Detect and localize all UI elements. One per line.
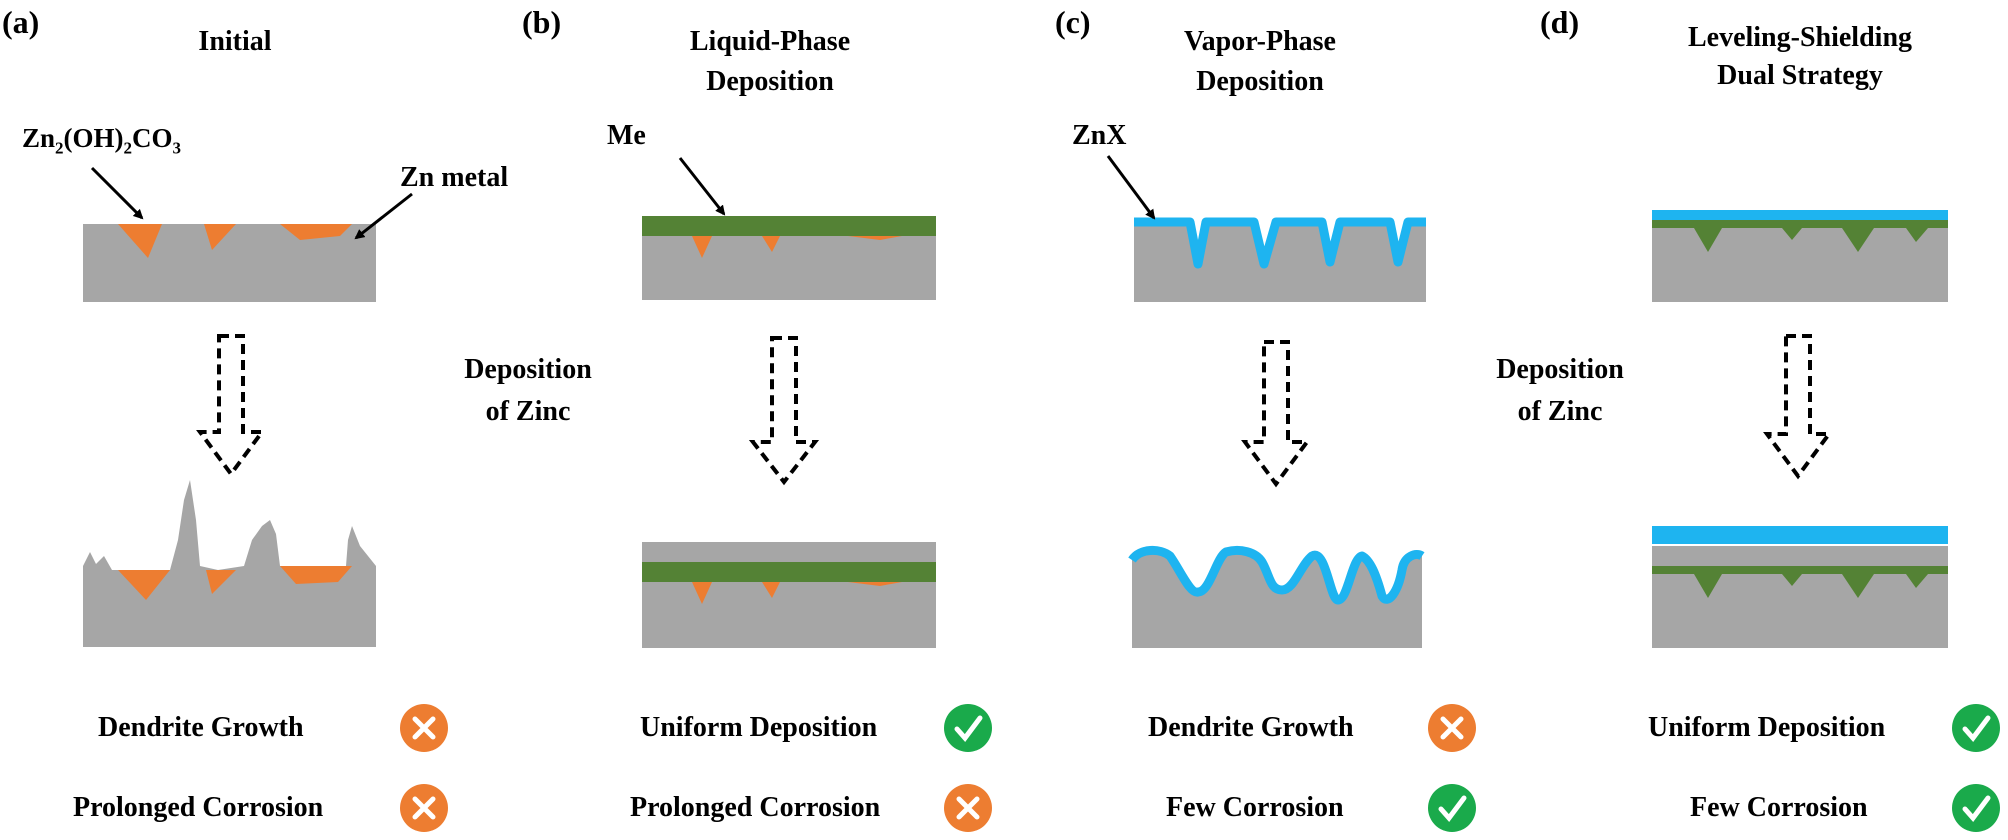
panel-d-deposited-substrate xyxy=(1652,526,1948,648)
dashed-arrow-d xyxy=(1763,334,1833,480)
process-label-line2-right: of Zinc xyxy=(1517,396,1603,427)
panel-c-dendrite-substrate xyxy=(1128,545,1425,648)
me-annotation: Me xyxy=(607,120,646,151)
dashed-arrow-b xyxy=(748,336,820,486)
panel-b-label: (b) xyxy=(522,4,562,40)
result-a-1: Dendrite Growth xyxy=(98,712,304,743)
process-label-line2-left: of Zinc xyxy=(485,396,571,427)
panel-c-title-line1: Vapor-Phase xyxy=(1184,26,1336,57)
panel-a-initial-substrate xyxy=(83,224,376,302)
znx-annotation: ZnX xyxy=(1072,120,1127,151)
carbonate-pointer-arrow xyxy=(90,166,144,220)
cross-icon-b-2 xyxy=(944,784,992,832)
panel-d-initial-substrate xyxy=(1652,210,1948,302)
result-a-2: Prolonged Corrosion xyxy=(73,792,324,823)
result-b-2: Prolonged Corrosion xyxy=(630,792,881,823)
panel-b-title-line1: Liquid-Phase xyxy=(689,26,851,57)
znx-pointer-arrow xyxy=(1106,155,1156,220)
check-icon-d-2 xyxy=(1952,784,2000,832)
result-d-2: Few Corrosion xyxy=(1690,792,1868,823)
process-label-line1-left: Deposition xyxy=(464,354,592,385)
zn-metal-annotation: Zn metal xyxy=(400,162,509,193)
cross-icon-c-1 xyxy=(1428,704,1476,752)
result-d-1: Uniform Deposition xyxy=(1648,712,1886,743)
cross-icon-a-2 xyxy=(400,784,448,832)
dashed-arrow-c xyxy=(1241,340,1311,488)
carbonate-annotation: Zn2(OH)2CO3 xyxy=(22,123,182,158)
panel-b-liquid-substrate xyxy=(642,216,936,300)
panel-d-title-line2: Dual Strategy xyxy=(1717,60,1883,91)
panel-c-vapor-substrate xyxy=(1134,217,1426,302)
process-label-line1-right: Deposition xyxy=(1496,354,1624,385)
dashed-arrow-a xyxy=(196,334,266,478)
panel-d-label: (d) xyxy=(1540,4,1580,40)
check-icon-b-1 xyxy=(944,704,992,752)
check-icon-c-2 xyxy=(1428,784,1476,832)
zn-metal-pointer-arrow xyxy=(354,192,413,240)
panel-c-title-line2: Deposition xyxy=(1196,66,1324,97)
panel-a-label: (a) xyxy=(2,4,40,40)
result-b-1: Uniform Deposition xyxy=(640,712,878,743)
panel-a-dendrite-substrate xyxy=(83,480,376,647)
panel-b-title-line2: Deposition xyxy=(706,66,834,97)
panel-c-label: (c) xyxy=(1055,4,1091,40)
panel-b-deposited-substrate xyxy=(642,542,936,648)
check-icon-d-1 xyxy=(1952,704,2000,752)
result-c-2: Few Corrosion xyxy=(1166,792,1344,823)
me-pointer-arrow xyxy=(678,157,726,216)
panel-d-title-line1: Leveling-Shielding xyxy=(1687,22,1913,53)
cross-icon-a-1 xyxy=(400,704,448,752)
result-c-1: Dendrite Growth xyxy=(1148,712,1354,743)
panel-a-title: Initial xyxy=(198,26,272,57)
